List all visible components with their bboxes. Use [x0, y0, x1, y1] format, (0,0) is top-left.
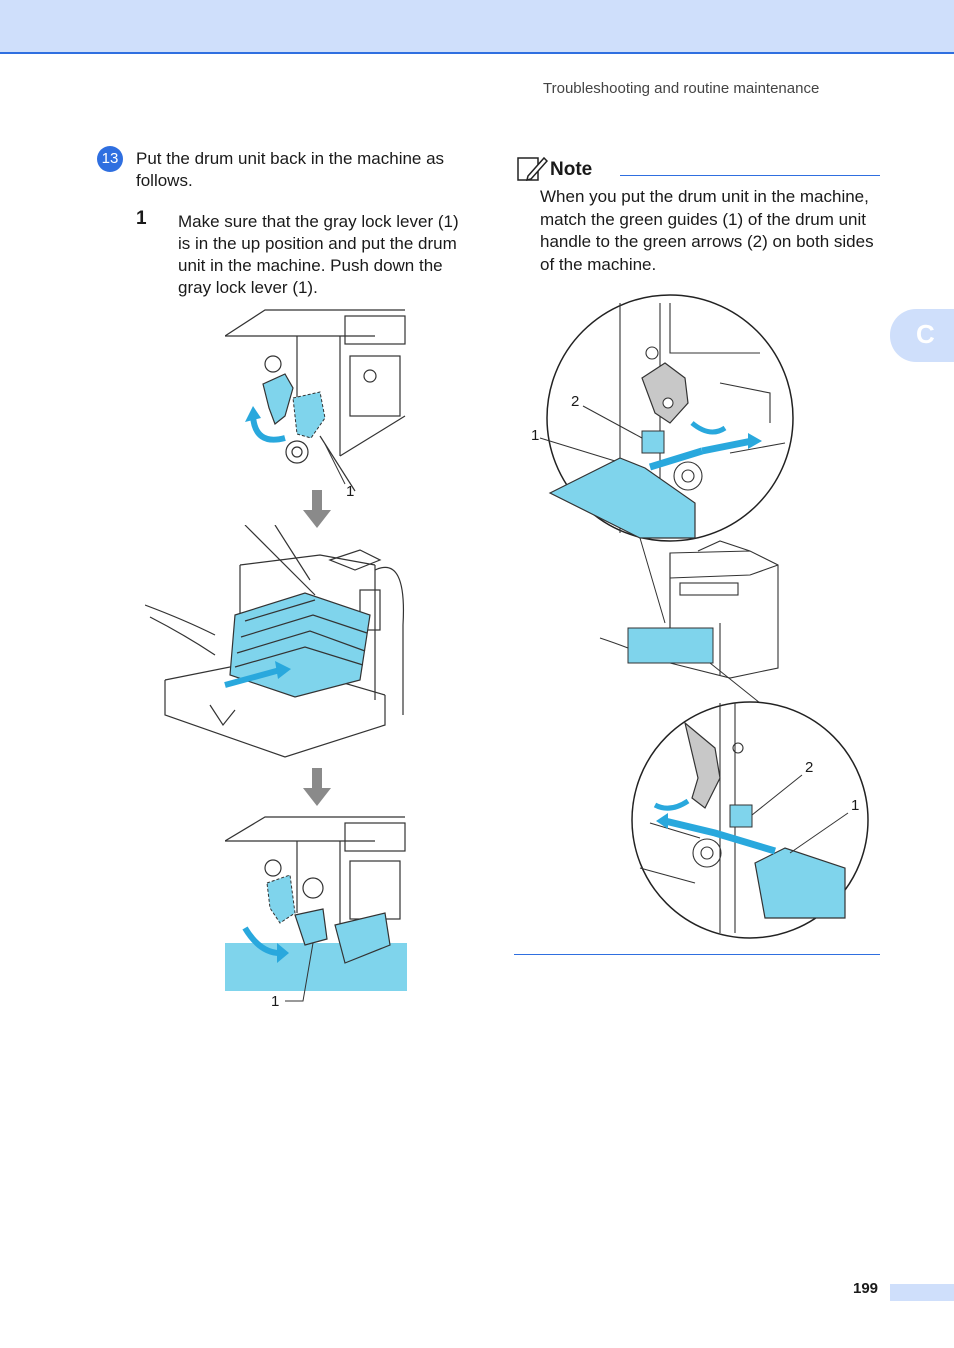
note-text: When you put the drum unit in the machin…: [540, 187, 874, 274]
callout-label: 2: [805, 759, 813, 776]
callout-label: 1: [851, 797, 859, 814]
lever-down-illustration: 1: [225, 816, 407, 1010]
insert-drum-illustration: [145, 525, 405, 758]
step-instruction: Put the drum unit back in the machine as…: [136, 149, 445, 190]
chapter-tab: C: [890, 309, 954, 362]
guide-alignment-illustration: 2 1 2 1: [531, 294, 869, 939]
page-number-tab: [890, 1284, 954, 1301]
lever-up-illustration: 1: [225, 309, 406, 500]
running-header: Troubleshooting and routine maintenance: [543, 80, 820, 97]
note-pencil-icon: [517, 156, 548, 182]
note-title: Note: [550, 159, 593, 180]
callout-label: 1: [531, 427, 539, 444]
down-arrow-icon: [303, 490, 331, 528]
page-number: 199: [853, 1280, 879, 1297]
callout-label: 1: [346, 483, 354, 500]
callout-label: 2: [571, 393, 579, 410]
step-number-badge: 13: [97, 146, 123, 172]
chapter-tab-label: C: [916, 319, 935, 349]
down-arrow-icon: [303, 768, 331, 806]
note-end-rule: [514, 954, 880, 955]
callout-label: 1: [271, 993, 279, 1010]
note-header-rule: [620, 175, 880, 176]
sub-step-instruction: Make sure that the gray lock lever (1) i…: [178, 212, 459, 297]
sub-step-number: 1: [136, 208, 147, 229]
header-band: [0, 0, 954, 54]
